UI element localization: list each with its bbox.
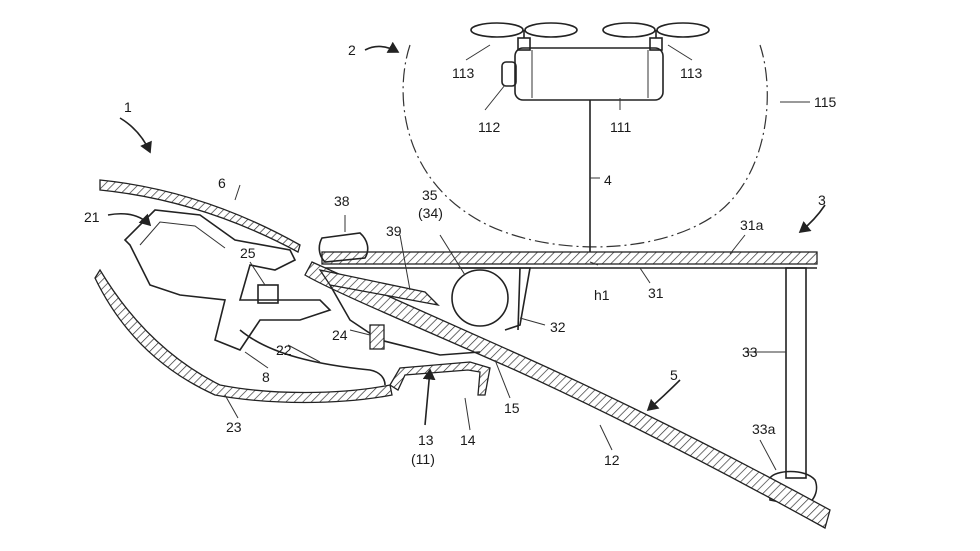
- label-12: 12: [604, 452, 620, 468]
- clip-24: [369, 324, 385, 350]
- label-32: 32: [550, 319, 566, 335]
- label-13: 13: [418, 432, 434, 448]
- label-113-right: 113: [680, 65, 703, 81]
- propeller-left: [470, 22, 524, 38]
- label-15: 15: [504, 400, 520, 416]
- label-h1: h1: [594, 287, 610, 303]
- label-6: 6: [218, 175, 226, 191]
- label-8: 8: [262, 369, 270, 385]
- label-2: 2: [348, 42, 356, 58]
- frame-21: [123, 209, 332, 351]
- label-113-left: 113: [452, 65, 475, 81]
- label-39: 39: [386, 223, 402, 239]
- label-24: 24: [332, 327, 348, 343]
- label-35: 35: [422, 187, 438, 203]
- drone: [470, 22, 710, 258]
- label-31: 31: [648, 285, 664, 301]
- label-22: 22: [276, 342, 292, 358]
- drone-camera: [501, 61, 517, 87]
- label-3: 3: [818, 192, 826, 208]
- bumper-cover: [304, 261, 831, 529]
- propeller-right: [602, 22, 656, 38]
- label-33a: 33a: [752, 421, 776, 437]
- label-33: 33: [742, 344, 758, 360]
- lower-member: [94, 268, 393, 404]
- label-34-paren: (34): [418, 205, 443, 221]
- label-5: 5: [670, 367, 678, 383]
- label-14: 14: [460, 432, 476, 448]
- label-38: 38: [334, 193, 350, 209]
- label-11-paren: (11): [411, 451, 435, 467]
- label-115: 115: [814, 94, 837, 110]
- label-111: 111: [610, 119, 631, 135]
- label-21: 21: [84, 209, 100, 225]
- bracket-14: [389, 361, 491, 396]
- bolt-25: [257, 284, 279, 304]
- label-4: 4: [604, 172, 612, 188]
- plate-39: [318, 269, 440, 307]
- label-31a: 31a: [740, 217, 764, 233]
- hood: [99, 179, 301, 253]
- platform-top: [321, 251, 818, 265]
- label-23: 23: [226, 419, 242, 435]
- module-38: [318, 232, 369, 263]
- label-1: 1: [124, 99, 132, 115]
- reel: [451, 269, 509, 327]
- label-25: 25: [240, 245, 256, 261]
- drone-body: [514, 47, 664, 101]
- support-leg: [785, 267, 807, 479]
- label-112: 112: [478, 119, 501, 135]
